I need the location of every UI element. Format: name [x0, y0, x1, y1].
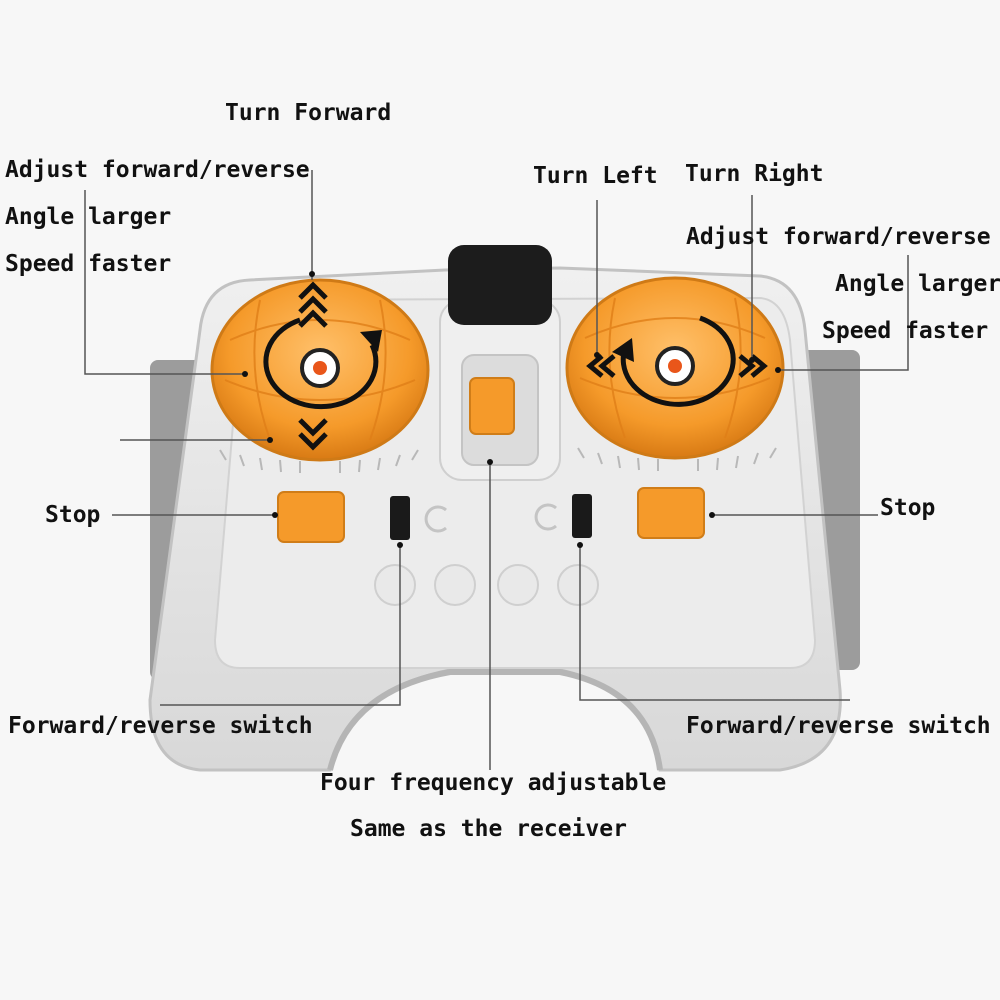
left-dial-scale [219, 449, 419, 473]
left-switch-mark [424, 505, 447, 533]
turn-right-label: Turn Right [685, 161, 824, 187]
turn-left-label: Turn Left [533, 163, 658, 189]
right-dial[interactable] [565, 276, 785, 460]
left-adjust-label: Adjust forward/reverse [5, 157, 310, 183]
double-chevron-left-icon [586, 354, 616, 378]
studs [374, 564, 599, 606]
right-dial-scale [577, 447, 777, 471]
right-stop-label: Stop [880, 495, 936, 521]
left-dial[interactable] [210, 278, 430, 462]
leader-lines [84, 170, 909, 770]
bottom-arch [327, 669, 663, 771]
left-speed-label: Speed faster [5, 251, 172, 277]
right-switch-label: Forward/reverse switch [686, 713, 991, 739]
double-chevron-up-icon [298, 281, 328, 328]
left-direction-switch[interactable] [390, 496, 410, 540]
right-speed-label: Speed faster [822, 318, 989, 344]
right-stop-button[interactable] [637, 487, 705, 539]
right-angle-label: Angle larger [835, 271, 1000, 297]
frequency-selector[interactable] [469, 377, 515, 435]
circular-arrow-clockwise-icon [263, 317, 379, 410]
right-direction-switch[interactable] [572, 494, 592, 538]
clockwise-arrowhead [360, 330, 382, 352]
double-chevron-down-icon [298, 418, 328, 451]
left-switch-label: Forward/reverse switch [8, 713, 313, 739]
frequency-label: Four frequency adjustable [320, 770, 667, 796]
antenna-black [448, 245, 552, 325]
right-switch-mark [534, 503, 557, 531]
circular-arrow-counterclockwise-icon [620, 315, 736, 407]
right-adjust-label: Adjust forward/reverse [686, 224, 991, 250]
turn-forward-label: Turn Forward [225, 100, 392, 126]
leader-dots [242, 271, 781, 548]
left-stop-label: Stop [45, 502, 101, 528]
double-chevron-right-icon [738, 354, 768, 378]
left-stop-button[interactable] [277, 491, 345, 543]
same-receiver-label: Same as the receiver [350, 816, 627, 842]
left-angle-label: Angle larger [5, 204, 172, 230]
counterclockwise-arrowhead [612, 338, 634, 362]
